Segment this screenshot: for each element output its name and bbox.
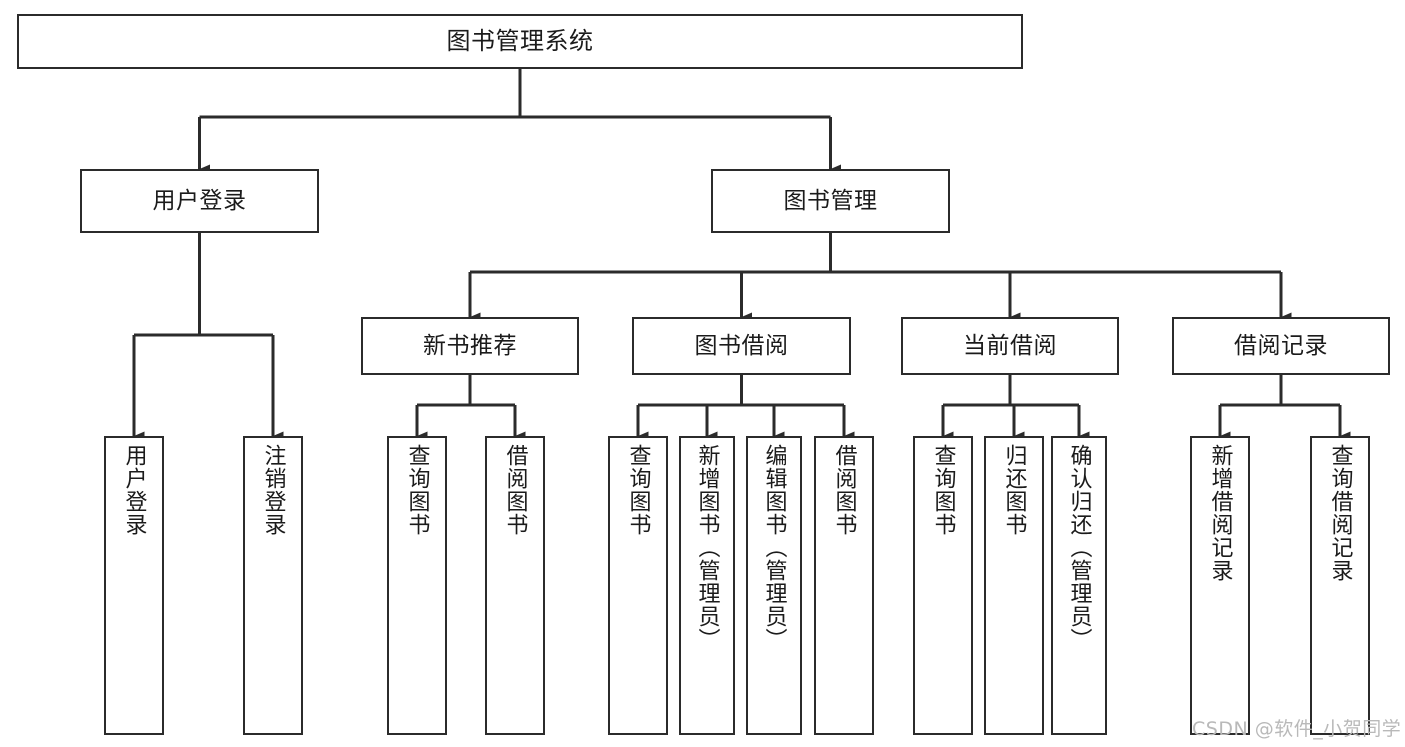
leaf-user-login-label: 用户登录: [121, 444, 147, 536]
node-root-label: 图书管理系统: [446, 26, 594, 55]
leaf-add-book-label: 新增图书（管理员）: [694, 444, 720, 651]
node-book-borrow[interactable]: 图书借阅: [632, 317, 851, 375]
leaf-query-book-1-label: 查询图书: [404, 444, 430, 536]
leaf-query-book-2-label: 查询图书: [625, 444, 651, 536]
leaf-confirm-return[interactable]: 确认归还（管理员）: [1051, 436, 1107, 735]
leaf-add-book[interactable]: 新增图书（管理员）: [679, 436, 735, 735]
node-new-book-recommend-label: 新书推荐: [423, 332, 517, 359]
leaf-user-login[interactable]: 用户登录: [104, 436, 164, 735]
leaf-query-book-3-label: 查询图书: [930, 444, 956, 536]
leaf-query-borrow-record-label: 查询借阅记录: [1327, 444, 1353, 582]
node-user-login-label: 用户登录: [152, 187, 247, 214]
csdn-watermark: CSDN @软件_小贺同学: [1192, 718, 1402, 740]
leaf-return-book[interactable]: 归还图书: [984, 436, 1044, 735]
leaf-query-book-1[interactable]: 查询图书: [387, 436, 447, 735]
leaf-return-book-label: 归还图书: [1001, 444, 1027, 536]
node-current-borrow[interactable]: 当前借阅: [901, 317, 1119, 375]
leaf-borrow-book-2[interactable]: 借阅图书: [814, 436, 874, 735]
node-book-borrow-label: 图书借阅: [694, 332, 789, 359]
node-root[interactable]: 图书管理系统: [17, 14, 1023, 69]
leaf-edit-book[interactable]: 编辑图书（管理员）: [746, 436, 802, 735]
node-current-borrow-label: 当前借阅: [963, 332, 1057, 359]
leaf-edit-book-label: 编辑图书（管理员）: [761, 444, 787, 651]
node-borrow-record[interactable]: 借阅记录: [1172, 317, 1390, 375]
leaf-confirm-return-label: 确认归还（管理员）: [1066, 444, 1092, 651]
leaf-logout[interactable]: 注销登录: [243, 436, 303, 735]
node-new-book-recommend[interactable]: 新书推荐: [361, 317, 579, 375]
leaf-borrow-book-1[interactable]: 借阅图书: [485, 436, 545, 735]
node-borrow-record-label: 借阅记录: [1234, 332, 1328, 359]
node-book-management-label: 图书管理: [783, 187, 878, 214]
leaf-borrow-book-2-label: 借阅图书: [831, 444, 857, 536]
leaf-add-borrow-record[interactable]: 新增借阅记录: [1190, 436, 1250, 735]
node-book-management[interactable]: 图书管理: [711, 169, 950, 233]
leaf-borrow-book-1-label: 借阅图书: [502, 444, 528, 536]
leaf-logout-label: 注销登录: [260, 444, 286, 536]
leaf-add-borrow-record-label: 新增借阅记录: [1207, 444, 1233, 582]
node-user-login[interactable]: 用户登录: [80, 169, 319, 233]
leaf-query-book-3[interactable]: 查询图书: [913, 436, 973, 735]
leaf-query-borrow-record[interactable]: 查询借阅记录: [1310, 436, 1370, 735]
leaf-query-book-2[interactable]: 查询图书: [608, 436, 668, 735]
